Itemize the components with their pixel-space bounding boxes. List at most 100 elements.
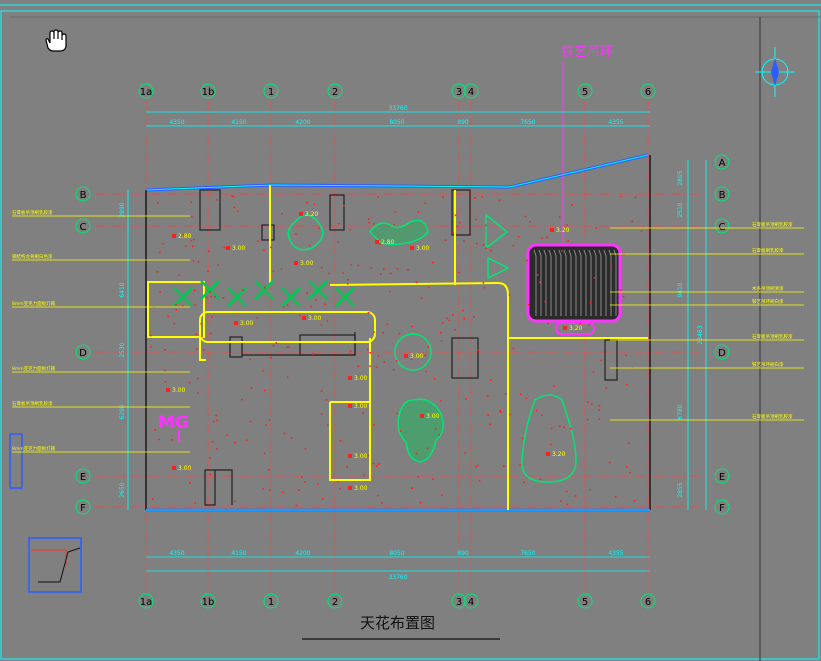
green-ceiling-features	[287, 213, 577, 483]
row-axis-label: E	[80, 472, 86, 483]
dimension-text-left: 2530	[119, 342, 126, 357]
dimension-text-bottom: 890	[457, 550, 469, 557]
column-axis-bubble-5: 5	[577, 593, 593, 609]
leader-note-left: 8mm亚克力面板灯箱	[12, 445, 56, 452]
building-outline	[145, 153, 651, 512]
x-lamp	[335, 287, 355, 307]
viewport-frame	[0, 10, 820, 660]
column-axis-label: 6	[645, 597, 651, 608]
dimension-text-right: 2805	[677, 170, 684, 185]
row-axis-label: A	[719, 158, 726, 169]
x-lamp	[281, 287, 301, 307]
column-axis-bubble-4: 4	[463, 83, 479, 99]
pan-hand-icon[interactable]	[45, 29, 67, 52]
dimension-text-bottom: 4350	[169, 550, 184, 557]
dimension-text-right: 9410	[677, 282, 684, 297]
leader-note-right: 铁艺吊环刷白漆	[752, 361, 784, 368]
x-lamp	[200, 280, 220, 300]
column-axis-label: 1b	[202, 87, 215, 98]
column-axis-label: 1a	[140, 597, 153, 608]
ceiling-height-label: 3.00	[354, 375, 368, 382]
dimension-text-left: 2890	[119, 202, 126, 217]
leader-note-right: 铁艺吊环刷白漆	[752, 298, 784, 305]
dimension-total-bottom: 33760	[388, 574, 407, 581]
column-axis-bubble-1: 1	[263, 593, 279, 609]
row-axis-bubble-left-F: F	[75, 499, 91, 515]
column-axis-label: 5	[582, 87, 588, 98]
column-axis-bubble-1a: 1a	[138, 83, 154, 99]
row-axis-bubble-right-A: A	[714, 154, 730, 170]
column-axis-label: 3	[456, 597, 462, 608]
leader-note-left: 8mm亚克力面板灯箱	[12, 300, 56, 307]
row-axis-label: D	[79, 348, 87, 359]
ceiling-height-label: 3.00	[172, 387, 186, 394]
dimension-text-top: 7650	[520, 119, 535, 126]
x-lamp	[254, 280, 274, 300]
dimension-text-bottom: 7650	[520, 550, 535, 557]
leader-note-right: 石膏板刷乳胶漆	[752, 247, 784, 254]
row-axis-label: F	[80, 503, 86, 514]
column-axis-bubble-1a: 1a	[138, 593, 154, 609]
row-axis-label: E	[719, 472, 725, 483]
column-axis-label: 4	[468, 87, 474, 98]
column-axis-bubble-2: 2	[327, 83, 343, 99]
dimension-text-right: 2855	[677, 482, 684, 497]
ceiling-height-label: 3.20	[569, 325, 583, 332]
dimension-text-top: 4355	[608, 119, 623, 126]
ceiling-height-label: 3.00	[354, 453, 368, 460]
row-axis-bubble-right-D: D	[714, 344, 730, 360]
row-axis-label: D	[718, 348, 726, 359]
dimension-text-right: 23463	[697, 325, 704, 344]
dimension-text-bottom: 8050	[389, 550, 404, 557]
dimension-text-top: 4200	[295, 119, 310, 126]
downlight-dots	[150, 195, 643, 507]
column-axis-bubble-1b: 1b	[200, 83, 216, 99]
column-axis-label: 5	[582, 597, 588, 608]
ceiling-height-label: 3.00	[232, 245, 246, 252]
dimension-text-left: 6290	[119, 404, 126, 419]
row-axis-bubble-left-B: B	[75, 186, 91, 202]
column-axis-label: 1	[268, 87, 274, 98]
leader-note-right: 木条吊顶刷清漆	[752, 285, 784, 292]
dimension-text-top: 4150	[231, 119, 246, 126]
x-lamp	[308, 280, 328, 300]
row-axis-bubble-right-B: B	[714, 186, 730, 202]
column-axis-label: 1b	[202, 597, 215, 608]
column-axis-bubble-6: 6	[640, 83, 656, 99]
dimension-total-top: 33760	[388, 105, 407, 112]
column-axis-label: 3	[456, 87, 462, 98]
row-axis-bubble-left-C: C	[75, 218, 91, 234]
dimension-lines	[127, 111, 707, 572]
row-axis-label: B	[719, 190, 726, 201]
svg-text:MG: MG	[158, 413, 189, 433]
leader-note-left: 钢结构龙骨刷白色漆	[12, 253, 53, 260]
ceiling-height-label: 3.20	[305, 211, 319, 218]
column-axis-bubble-1b: 1b	[200, 593, 216, 609]
row-axis-label: C	[80, 222, 87, 233]
ceiling-height-label: 3.20	[552, 451, 566, 458]
ucs-icon	[28, 537, 82, 593]
leader-note-left: 石膏板吊顶刷乳胶漆	[12, 209, 53, 216]
column-axis-label: 2	[332, 87, 338, 98]
column-axis-bubble-1: 1	[263, 83, 279, 99]
ceiling-height-label: 3.00	[426, 413, 440, 420]
row-axis-bubble-left-D: D	[75, 344, 91, 360]
x-lamp	[227, 287, 247, 307]
row-axis-label: C	[719, 222, 726, 233]
row-axis-bubble-left-E: E	[75, 468, 91, 484]
dimension-text-bottom: 4200	[295, 550, 310, 557]
ceiling-height-label: 3.00	[354, 485, 368, 492]
yellow-light-troughs	[147, 185, 648, 510]
row-axis-bubble-right-E: E	[714, 468, 730, 484]
column-axis-label: 1	[268, 597, 274, 608]
row-axis-bubble-right-C: C	[714, 218, 730, 234]
leader-note-right: 石膏板吊顶刷乳胶漆	[752, 413, 793, 420]
leader-note-left: 石膏板吊顶刷乳胶漆	[12, 400, 53, 407]
column-axis-bubble-5: 5	[577, 83, 593, 99]
ceiling-height-label: 3.00	[410, 353, 424, 360]
leader-note-left: 8mm亚克力面板灯箱	[12, 365, 56, 372]
column-axis-bubble-3: 3	[451, 83, 467, 99]
column-axis-bubble-6: 6	[640, 593, 656, 609]
dimension-text-left: 2650	[119, 482, 126, 497]
